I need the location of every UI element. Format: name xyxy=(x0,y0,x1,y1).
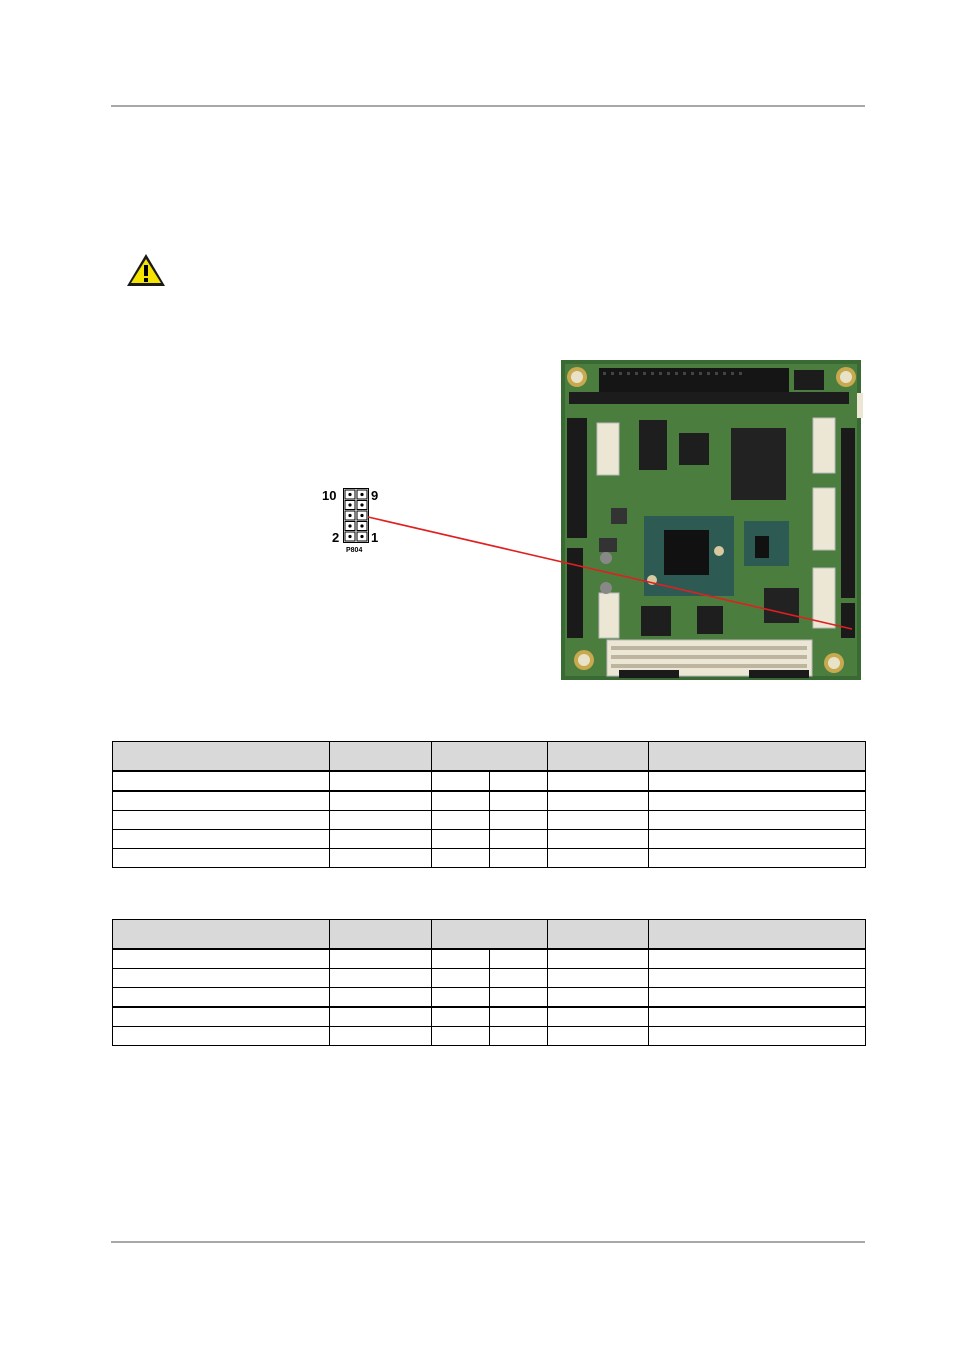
table-row xyxy=(112,829,866,849)
table-header-cell xyxy=(329,741,432,772)
table-cell xyxy=(431,810,490,830)
table-cell xyxy=(431,987,490,1008)
table-header-row xyxy=(112,919,866,950)
table-cell xyxy=(329,948,432,969)
table-row xyxy=(112,1026,866,1046)
pin-label-bottom-left: 2 xyxy=(332,530,340,545)
table-cell xyxy=(329,968,432,988)
table-cell xyxy=(112,1006,330,1027)
table-cell xyxy=(329,790,432,811)
spec-table-1 xyxy=(112,741,866,868)
pin-label-top-left: 10 xyxy=(322,488,337,503)
table-cell xyxy=(648,1006,866,1027)
pin-label-top-right: 9 xyxy=(371,488,379,503)
table-cell xyxy=(648,848,866,868)
table-header-row xyxy=(112,741,866,772)
table-cell xyxy=(648,1026,866,1046)
table-row xyxy=(112,848,866,868)
table-cell xyxy=(547,1006,649,1027)
table-header-cell xyxy=(112,741,330,772)
table-cell xyxy=(329,829,432,849)
pcb-board-photo xyxy=(559,358,864,681)
table-row xyxy=(112,968,866,988)
table-cell xyxy=(431,1026,490,1046)
connector-pinout-diagram: 10 9 2 1 P804 xyxy=(322,485,384,565)
table-cell xyxy=(112,770,330,792)
table-cell xyxy=(547,987,649,1008)
table-cell xyxy=(329,987,432,1008)
pin-label-bottom-right: 1 xyxy=(371,530,379,545)
table-cell xyxy=(648,770,866,792)
table-cell xyxy=(489,987,548,1008)
table-cell xyxy=(489,848,548,868)
table-cell xyxy=(547,848,649,868)
table-cell xyxy=(112,968,330,988)
table-cell xyxy=(112,848,330,868)
table-cell xyxy=(648,829,866,849)
table-cell xyxy=(489,790,548,811)
table-row xyxy=(112,1006,866,1027)
table-cell xyxy=(489,948,548,969)
table-cell xyxy=(112,790,330,811)
header-rule xyxy=(111,105,865,107)
table-header-cell xyxy=(431,919,548,950)
table-header-cell xyxy=(648,919,866,950)
table-cell xyxy=(547,829,649,849)
table-cell xyxy=(329,1026,432,1046)
table-cell xyxy=(489,810,548,830)
table-cell xyxy=(547,948,649,969)
table-cell xyxy=(547,1026,649,1046)
table-cell xyxy=(431,1006,490,1027)
table-cell xyxy=(329,810,432,830)
table-row xyxy=(112,810,866,830)
table-row xyxy=(112,948,866,969)
table-cell xyxy=(329,1006,432,1027)
footer-rule xyxy=(111,1241,865,1243)
table-cell xyxy=(112,1026,330,1046)
connector-name: P804 xyxy=(346,547,363,554)
table-header-cell xyxy=(648,741,866,772)
table-cell xyxy=(489,770,548,792)
table-cell xyxy=(112,829,330,849)
table-cell xyxy=(547,790,649,811)
table-header-cell xyxy=(431,741,548,772)
table-cell xyxy=(112,987,330,1008)
table-cell xyxy=(112,948,330,969)
table-cell xyxy=(489,1026,548,1046)
table-cell xyxy=(431,948,490,969)
table-cell xyxy=(489,968,548,988)
table-cell xyxy=(431,848,490,868)
table-cell xyxy=(547,968,649,988)
table-cell xyxy=(431,770,490,792)
table-cell xyxy=(648,987,866,1008)
table-row xyxy=(112,790,866,811)
table-cell xyxy=(489,1006,548,1027)
table-cell xyxy=(489,829,548,849)
table-cell xyxy=(329,848,432,868)
table-cell xyxy=(431,968,490,988)
table-cell xyxy=(431,829,490,849)
table-cell xyxy=(547,810,649,830)
table-row xyxy=(112,770,866,792)
table-cell xyxy=(648,790,866,811)
table-cell xyxy=(112,810,330,830)
table-cell xyxy=(648,948,866,969)
table-header-cell xyxy=(329,919,432,950)
table-cell xyxy=(329,770,432,792)
warning-triangle-icon xyxy=(127,254,165,286)
table-header-cell xyxy=(547,741,649,772)
table-cell xyxy=(648,810,866,830)
table-cell xyxy=(431,790,490,811)
spec-table-2 xyxy=(112,919,866,1046)
table-row xyxy=(112,987,866,1008)
table-header-cell xyxy=(112,919,330,950)
table-header-cell xyxy=(547,919,649,950)
table-cell xyxy=(648,968,866,988)
table-cell xyxy=(547,770,649,792)
pin-header-icon xyxy=(343,488,369,543)
